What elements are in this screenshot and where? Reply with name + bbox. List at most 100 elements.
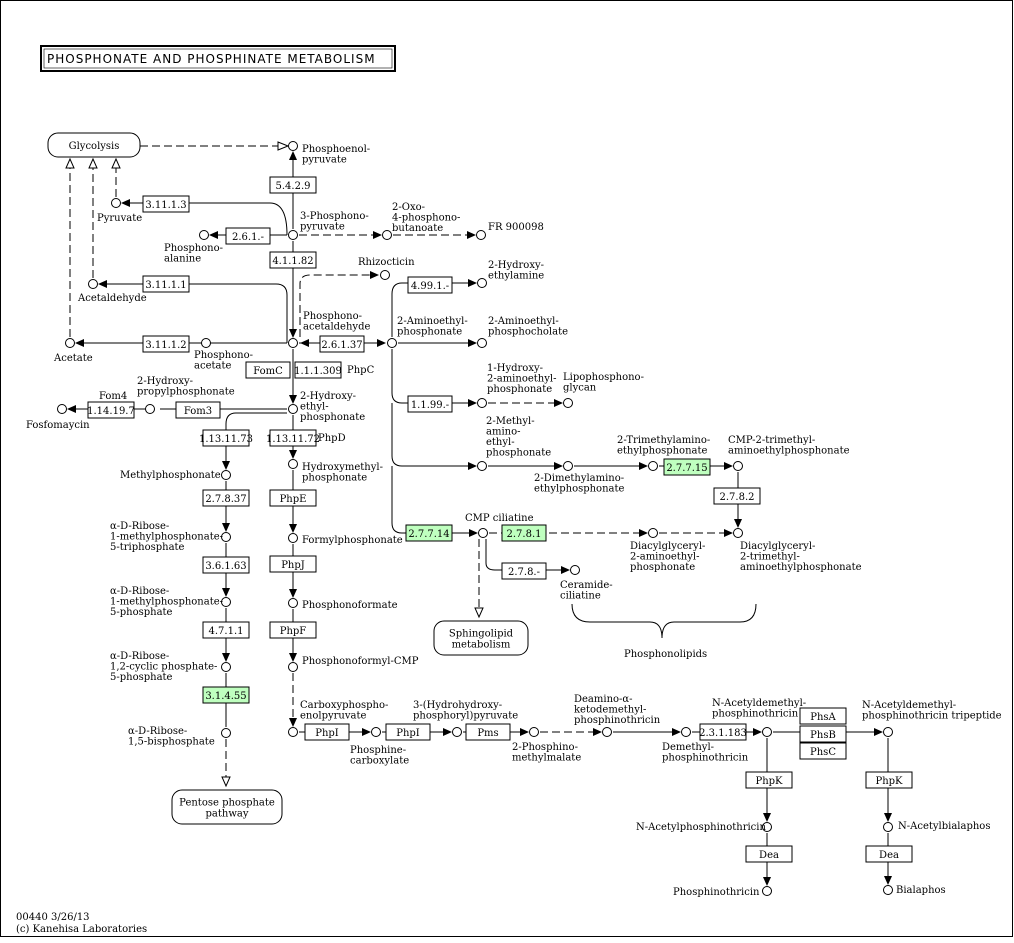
compound-lpg[interactable] [563, 398, 573, 408]
enzyme-e278[interactable]: 2.7.8.- [501, 562, 547, 580]
enzyme-e1131172[interactable]: 1.13.11.72 [266, 429, 320, 447]
enzyme-e3112[interactable]: 3.11.1.2 [142, 335, 190, 353]
compound-rmp5[interactable] [221, 597, 231, 607]
compound-cpep[interactable] [288, 727, 298, 737]
enzyme-phsa[interactable]: PhsA [799, 707, 847, 725]
compound-phacet[interactable] [201, 338, 211, 348]
label-line: 3-Phosphono- [300, 211, 369, 222]
enzyme-dea2[interactable]: Dea [865, 845, 913, 863]
enzyme-phpj[interactable]: PhpJ [269, 555, 317, 573]
compound-aepc[interactable] [477, 338, 487, 348]
compound-pep[interactable] [288, 141, 298, 151]
compound-rmptp[interactable] [221, 532, 231, 542]
compound-phf[interactable] [288, 598, 298, 608]
compound-hyeth[interactable] [477, 278, 487, 288]
enzyme-e3113[interactable]: 3.11.1.3 [142, 195, 190, 213]
compound-bia[interactable] [883, 885, 893, 895]
enzyme-e26137[interactable]: 2.6.1.37 [319, 335, 365, 353]
compound-cmpcil[interactable] [478, 528, 488, 538]
enzyme-e261[interactable]: 2.6.1.- [225, 227, 271, 245]
compound-dagt[interactable] [733, 528, 743, 538]
enzyme-phsc[interactable]: PhsC [799, 742, 847, 760]
compound-fosfo[interactable] [57, 404, 67, 414]
compound-maep[interactable] [477, 461, 487, 471]
compound-pyruvate[interactable] [111, 198, 121, 208]
compound-dmpt[interactable] [681, 727, 691, 737]
compound-oxo[interactable] [382, 230, 392, 240]
arrow-fr [467, 231, 476, 239]
enzyme-phpe[interactable]: PhpE [269, 489, 317, 507]
enzyme-dea1[interactable]: Dea [745, 845, 793, 863]
compound-cerc[interactable] [570, 565, 580, 575]
compound-ppyr[interactable] [288, 230, 298, 240]
compound-hae[interactable] [477, 398, 487, 408]
label-line: ketodemethyl- [574, 705, 646, 716]
label-line: acetaldehyde [303, 322, 370, 333]
enzyme-label: Fom3 [184, 406, 212, 417]
compound-hep[interactable] [288, 404, 298, 414]
compound-nab[interactable] [883, 822, 893, 832]
enzyme-phsb[interactable]: PhsB [799, 725, 847, 743]
enzyme-fom4e[interactable]: 1.14.19.7 [87, 401, 135, 419]
compound-hmp[interactable] [288, 459, 298, 469]
compound-tmae[interactable] [648, 461, 658, 471]
enzyme-phpk2[interactable]: PhpK [865, 771, 913, 789]
compound-acetate[interactable] [65, 338, 75, 348]
compound-hpp[interactable] [145, 404, 155, 414]
compound-acetald[interactable] [88, 279, 98, 289]
compound-fr[interactable] [476, 230, 486, 240]
compound-dmae[interactable] [563, 461, 573, 471]
enzyme-label: Dea [759, 850, 779, 861]
enzyme-pms[interactable]: Pms [465, 723, 511, 741]
compound-cmptm[interactable] [733, 461, 743, 471]
compound-aep[interactable] [387, 338, 397, 348]
compound-paceald[interactable] [288, 338, 298, 348]
enzyme-phpi1[interactable]: PhpI [304, 723, 350, 741]
enzyme-e111309[interactable]: 1.1.1.309 [294, 361, 342, 379]
label-line: phosphocholate [488, 327, 568, 338]
compound-dag2[interactable] [648, 528, 658, 538]
enzyme-e31455[interactable]: 3.1.4.55 [202, 686, 250, 704]
enzyme-e27714[interactable]: 2.7.7.14 [405, 524, 453, 542]
compound-pfcmp[interactable] [288, 662, 298, 672]
arrow-fosfo [67, 405, 76, 413]
compound-methylph[interactable] [221, 470, 231, 480]
compound-phala[interactable] [199, 230, 209, 240]
map-glycolysis[interactable]: Glycolysis [47, 132, 141, 158]
compound-nadp[interactable] [762, 727, 772, 737]
enzyme-e36163[interactable]: 3.6.1.63 [202, 556, 250, 574]
compound-nadt[interactable] [883, 727, 893, 737]
compound-phcx[interactable] [371, 727, 381, 737]
enzyme-phpf[interactable]: PhpF [269, 621, 317, 639]
enzyme-fomc[interactable]: FomC [245, 361, 291, 379]
enzyme-e27715[interactable]: 2.7.7.15 [663, 458, 711, 476]
compound-rcp[interactable] [221, 662, 231, 672]
enzyme-e2781[interactable]: 2.7.8.1 [501, 524, 547, 542]
compound-ppm[interactable] [529, 727, 539, 737]
enzyme-e1199[interactable]: 1.1.99.- [407, 395, 453, 413]
compound-rbp[interactable] [221, 728, 231, 738]
enzyme-e4711[interactable]: 4.7.1.1 [202, 621, 250, 639]
enzyme-phpi2[interactable]: PhpI [385, 723, 431, 741]
enzyme-e5429[interactable]: 5.4.2.9 [269, 176, 317, 194]
enzyme-e1131173[interactable]: 1.13.11.73 [199, 429, 253, 447]
enzyme-fom3[interactable]: Fom3 [175, 401, 221, 419]
compound-pt[interactable] [762, 886, 772, 896]
enzyme-e41182[interactable]: 4.1.1.82 [269, 251, 317, 269]
compound-dkp[interactable] [602, 727, 612, 737]
enzyme-e3111[interactable]: 3.11.1.1 [142, 275, 190, 293]
compound-nap[interactable] [762, 822, 772, 832]
enzyme-label: 5.4.2.9 [276, 181, 311, 192]
compound-rhizo[interactable] [380, 270, 390, 280]
enzyme-e231183[interactable]: 2.3.1.183 [699, 723, 747, 741]
enzyme-e4991[interactable]: 4.99.1.- [407, 276, 453, 294]
compound-hpp2[interactable] [452, 727, 462, 737]
enzyme-e2782[interactable]: 2.7.8.2 [713, 487, 761, 505]
map-label: metabolism [452, 640, 511, 651]
arrow-dagt [734, 519, 742, 528]
compound-fph[interactable] [288, 533, 298, 543]
enzyme-e27837[interactable]: 2.7.8.37 [202, 489, 250, 507]
enzyme-phpk1[interactable]: PhpK [745, 771, 793, 789]
